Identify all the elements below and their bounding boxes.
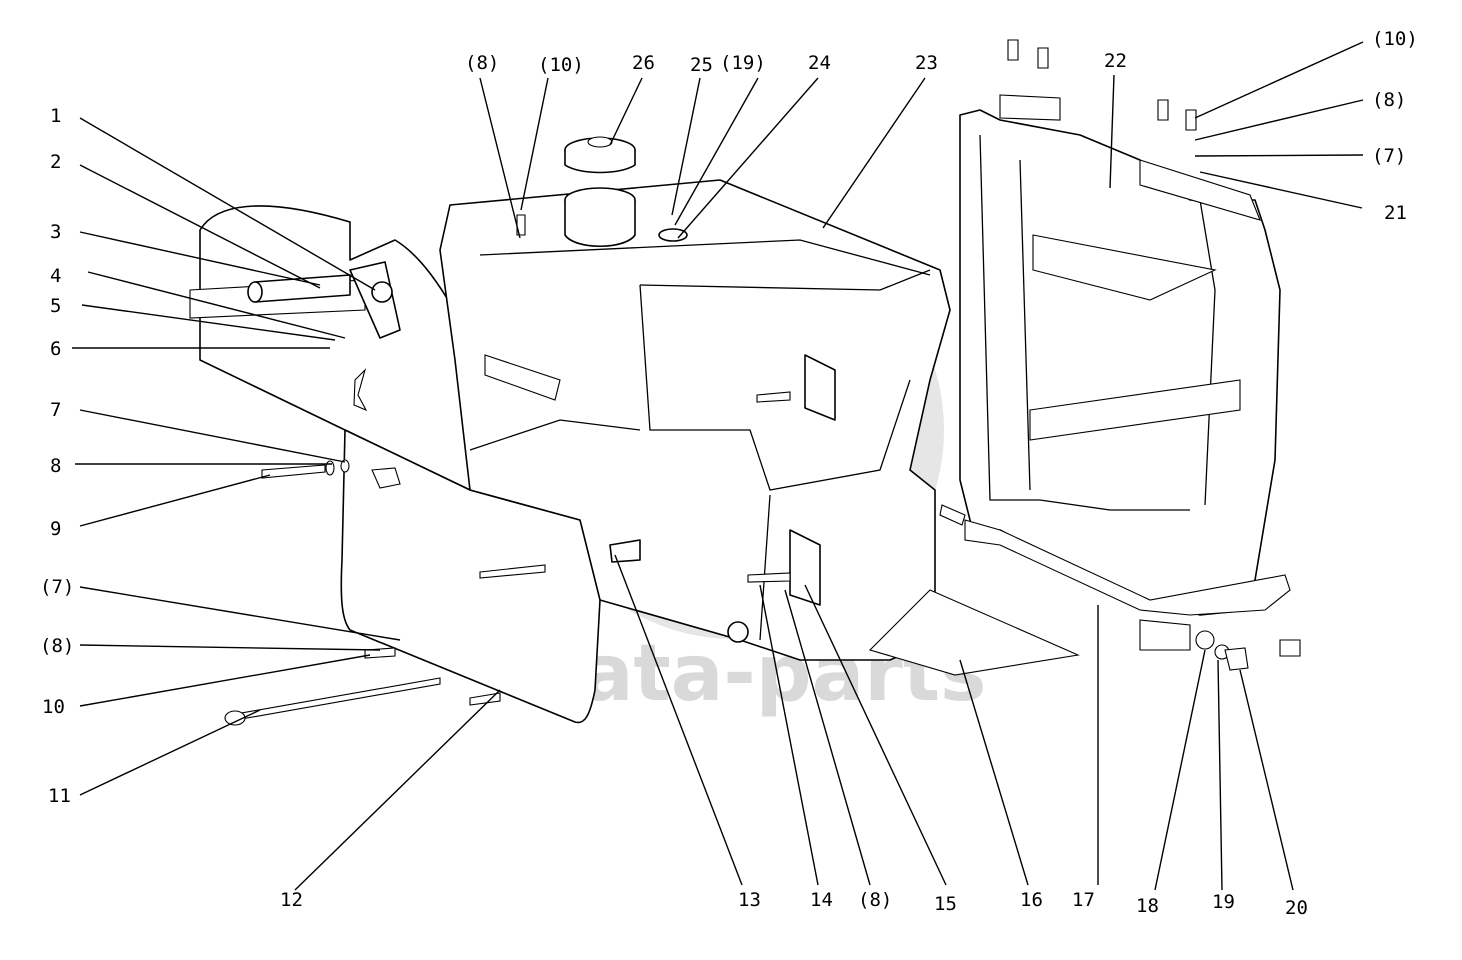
frame <box>959 94 1291 651</box>
callout-21: 21 <box>1384 202 1407 224</box>
bottom-plate <box>868 589 1080 676</box>
callout-14: 14 <box>810 889 833 911</box>
callout-8-ref-bottom: (8) <box>858 889 892 911</box>
leader-lines <box>72 41 1364 891</box>
callout-20: 20 <box>1285 897 1308 919</box>
callout-9: 9 <box>50 518 61 540</box>
callout-22: 22 <box>1104 50 1127 72</box>
callout-5: 5 <box>50 295 61 317</box>
tank-body <box>439 136 951 661</box>
callout-8: 8 <box>50 455 61 477</box>
callout-25: 25 <box>690 54 713 76</box>
callout-10: 10 <box>42 696 65 718</box>
callout-1: 1 <box>50 105 61 127</box>
callout-10-ref-right: (10) <box>1372 28 1418 50</box>
callout-15: 15 <box>934 893 957 915</box>
callout-24: 24 <box>808 52 831 74</box>
callout-labels: 1 2 3 4 5 6 7 8 9 (7) (8) 10 11 12 13 14… <box>40 28 1418 919</box>
callout-11: 11 <box>48 785 71 807</box>
callout-2: 2 <box>50 151 61 173</box>
shaft <box>247 261 401 339</box>
callout-10-ref-top: (10) <box>538 54 584 76</box>
callout-23: 23 <box>915 52 938 74</box>
callout-18: 18 <box>1136 895 1159 917</box>
callout-13: 13 <box>738 889 761 911</box>
callout-7-ref-right: (7) <box>1372 145 1406 167</box>
callout-19: 19 <box>1212 891 1235 913</box>
callout-7-ref: (7) <box>40 576 74 598</box>
callout-17: 17 <box>1072 889 1095 911</box>
callout-8-ref: (8) <box>40 635 74 657</box>
callout-26: 26 <box>632 52 655 74</box>
callout-16: 16 <box>1020 889 1043 911</box>
callout-6: 6 <box>50 338 61 360</box>
callout-8-ref-top: (8) <box>465 52 499 74</box>
callout-8-ref-right: (8) <box>1372 89 1406 111</box>
callout-7: 7 <box>50 399 61 421</box>
callout-3: 3 <box>50 221 61 243</box>
callout-4: 4 <box>50 265 61 287</box>
callout-19-ref-top: (19) <box>720 52 766 74</box>
callout-12: 12 <box>280 889 303 911</box>
